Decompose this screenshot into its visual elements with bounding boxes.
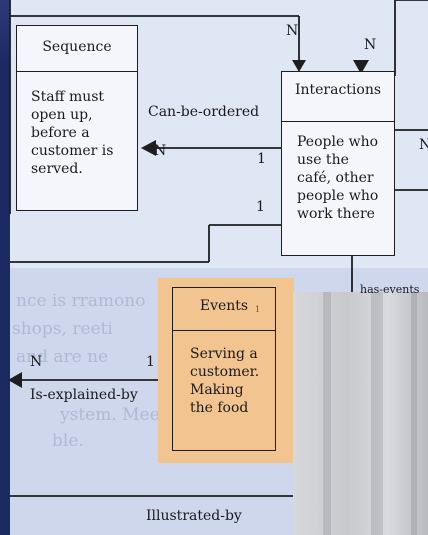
has-events-label: has-events: [360, 283, 420, 296]
events-description: Serving a customer. Making the food: [190, 346, 260, 416]
right-arrowhead: [353, 60, 369, 74]
cardinality-ordered-one: 1: [257, 151, 266, 167]
is-explained-by-label: Is-explained-by: [30, 387, 138, 403]
cardinality-right-n: N: [364, 37, 377, 53]
sequence-description: Staff must open up, before a customer is…: [31, 89, 114, 177]
photo-stripe: [323, 292, 331, 535]
events-title: Events: [173, 288, 275, 331]
can-be-ordered-label: Can-be-ordered: [148, 104, 260, 120]
cardinality-lower-one: 1: [256, 199, 265, 215]
photo-stripe: [371, 292, 383, 535]
is-explained-by-arrowhead: [8, 372, 22, 388]
photo-overlay: [293, 292, 428, 535]
faded-text-line: nce is rramono: [16, 291, 146, 311]
events-mark: 1: [255, 305, 261, 314]
cardinality-explained-one: 1: [146, 354, 155, 370]
photo-stripe: [411, 292, 417, 535]
interactions-title: Interactions: [282, 72, 394, 122]
faded-text-line: and are ne: [16, 347, 109, 367]
interactions-entity: Interactions People who use the café, ot…: [281, 71, 395, 256]
sequence-entity: Sequence Staff must open up, before a cu…: [16, 25, 138, 211]
faded-text-line: ble.: [52, 431, 84, 451]
sequence-title: Sequence: [17, 26, 137, 72]
interactions-description: People who use the café, other people wh…: [297, 134, 379, 222]
cardinality-top-n: N: [286, 23, 299, 39]
illustrated-by-label: Illustrated-by: [146, 508, 242, 524]
faded-text-line: ystem. Mee: [60, 405, 160, 425]
top-arrowhead: [292, 60, 306, 72]
cardinality-explained-n: N: [30, 354, 43, 370]
cardinality-ordered-n: N: [154, 143, 167, 159]
events-entity: Events 1 Serving a customer. Making the …: [172, 287, 276, 451]
faded-text-line: shops, reeti: [12, 319, 113, 339]
cardinality-right-edge-n: N: [419, 137, 428, 153]
can-be-ordered-arrowhead: [141, 140, 156, 156]
